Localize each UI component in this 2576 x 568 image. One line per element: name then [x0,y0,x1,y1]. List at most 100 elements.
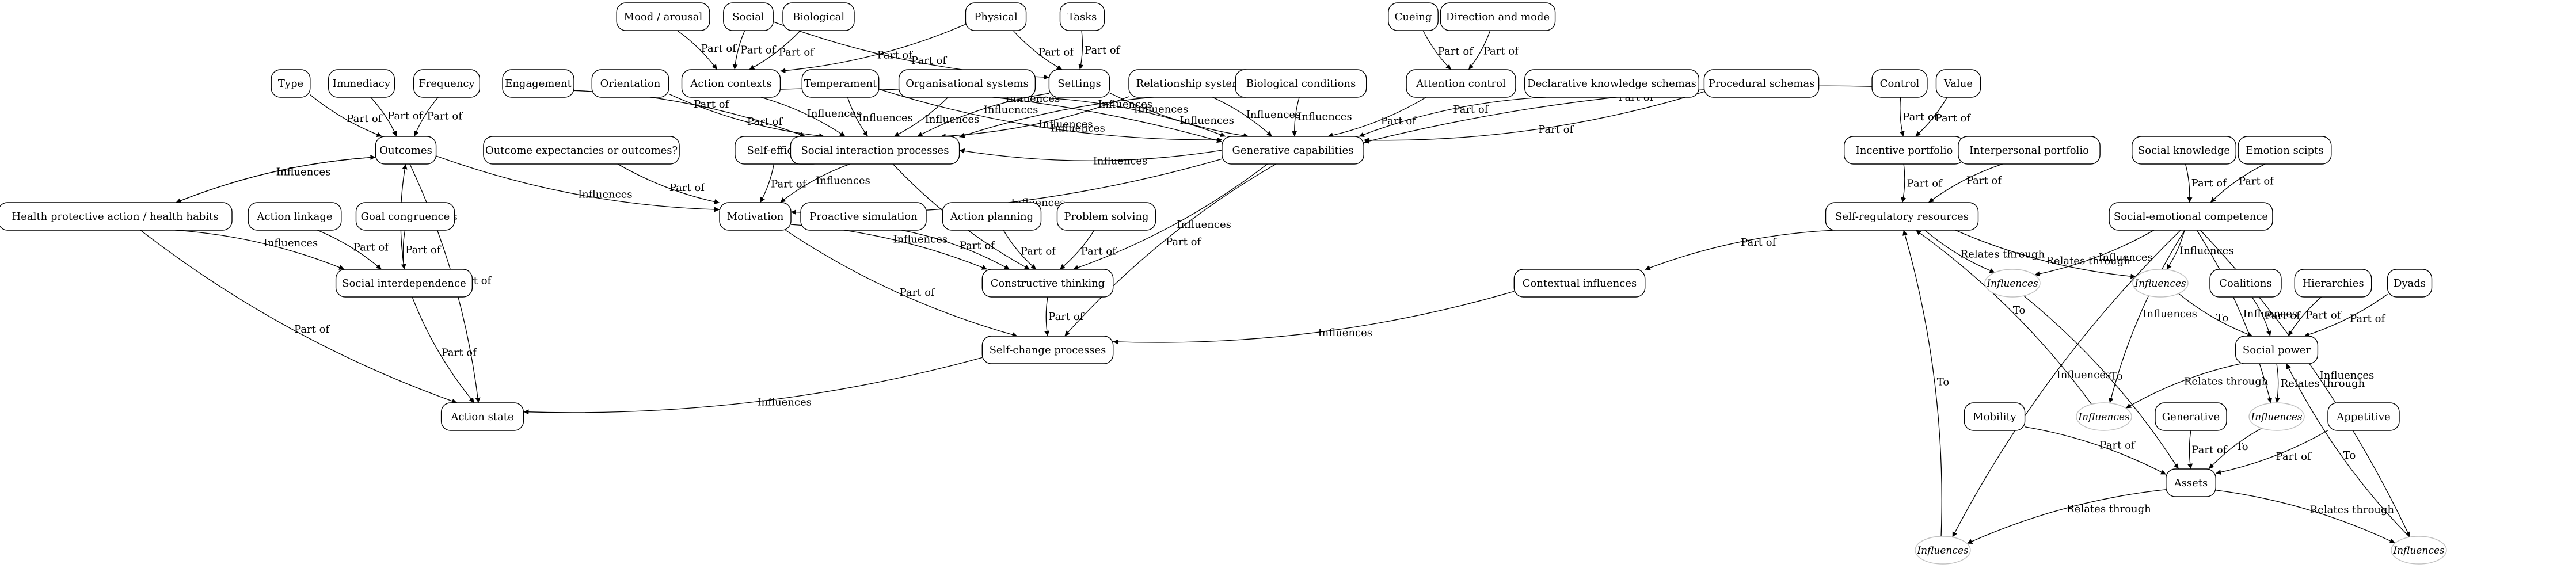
node-mood[interactable]: Mood / arousal [616,2,710,31]
node-social[interactable]: Social [723,2,774,31]
node-inf1[interactable]: Influences [1984,269,2041,298]
node-health[interactable]: Health protective action / health habits [0,202,233,231]
node-settings[interactable]: Settings [1048,69,1110,98]
edge-action_planning-to-constructive [1003,230,1037,270]
node-shape [2238,136,2332,165]
edge-social_interdep-to-action_state [412,296,475,403]
node-shape [942,202,1042,231]
node-shape [790,136,960,165]
edge-org_systems-to-gencap [1034,97,1226,138]
node-attention[interactable]: Attention control [1406,69,1516,98]
node-shape [2109,202,2273,231]
node-constructive[interactable]: Constructive thinking [981,269,1114,298]
node-tasks[interactable]: Tasks [1059,2,1105,31]
node-declarative[interactable]: Declarative knowledge schemas [1524,69,1699,98]
node-sec[interactable]: Social-emotional competence [2109,202,2273,231]
edge-social_knowledge-to-sec [2185,163,2193,203]
node-incentive[interactable]: Incentive portfolio [1843,136,1965,165]
node-mobility[interactable]: Mobility [1964,402,2026,431]
node-org-systems[interactable]: Organisational systems [898,69,1036,98]
node-label: Generative capabilities [1232,144,1354,157]
node-appetitive[interactable]: Appetitive [2327,402,2400,431]
node-outcomes[interactable]: Outcomes [375,136,437,165]
node-emotion-scripts[interactable]: Emotion scipts [2238,136,2332,165]
node-inf4[interactable]: Influences [2248,402,2305,431]
node-label: Settings [1057,78,1101,90]
node-goal-congruence[interactable]: Goal congruence [355,202,455,231]
node-label: Constructive thinking [991,277,1105,289]
node-temperament[interactable]: Temperament [801,69,880,98]
node-control[interactable]: Control [1871,69,1928,98]
node-label: Motivation [727,211,784,223]
node-social-interdep[interactable]: Social interdependence [335,269,473,298]
node-action-planning[interactable]: Action planning [942,202,1042,231]
node-action-linkage[interactable]: Action linkage [248,202,342,231]
node-interpersonal[interactable]: Interpersonal portfolio [1958,136,2101,165]
node-problem-solving[interactable]: Problem solving [1056,202,1156,231]
node-label: Social interdependence [342,277,466,289]
edge-label: Relates through [2184,376,2269,388]
node-type[interactable]: Type [271,69,311,98]
node-label: Action state [450,411,513,423]
node-outcome-exp[interactable]: Outcome expectancies or outcomes? [483,136,680,165]
node-sip[interactable]: Social interaction processes [790,136,960,165]
edge-label: Part of [353,242,389,254]
edge-outcome_exp-to-motivation [617,163,720,204]
edge-label: To [2013,304,2025,317]
node-self-change[interactable]: Self-change processes [981,336,1114,364]
edge-label: Part of [2191,444,2227,456]
node-shape [1056,202,1156,231]
node-social-power[interactable]: Social power [2235,336,2319,364]
node-self-reg[interactable]: Self-regulatory resources [1825,202,1979,231]
node-generative[interactable]: Generative [2155,402,2227,431]
node-shape [1958,136,2101,165]
node-action-contexts[interactable]: Action contexts [681,69,781,98]
node-dyads[interactable]: Dyads [2387,269,2433,298]
node-assets[interactable]: Assets [2166,468,2216,497]
node-rel-systems[interactable]: Relationship systems [1128,69,1255,98]
node-label: Declarative knowledge schemas [1527,78,1696,90]
node-engagement[interactable]: Engagement [502,69,574,98]
node-action-state[interactable]: Action state [440,402,524,431]
node-bio-conditions[interactable]: Biological conditions [1235,69,1367,98]
node-shape [2132,136,2236,165]
node-shape [2387,269,2433,298]
node-direction[interactable]: Direction and mode [1440,2,1556,31]
node-social-knowledge[interactable]: Social knowledge [2132,136,2236,165]
node-value[interactable]: Value [1935,69,1981,98]
edge-attention-to-gencap [1327,97,1426,138]
edge-label: Relates through [2067,503,2151,515]
edge-label: Relates through [2310,504,2395,516]
edge-inf3-to-self_reg [1915,230,2092,405]
edge-tasks-to-settings [1078,30,1084,70]
node-immediacy[interactable]: Immediacy [328,69,395,98]
edge-sec-to-inf1 [2034,230,2155,277]
node-gencap[interactable]: Generative capabilities [1222,136,1364,165]
node-biological[interactable]: Biological [782,2,855,31]
edge-label: Part of [701,43,737,55]
edge-temperament-to-sip [847,97,869,137]
node-inf3[interactable]: Influences [2076,402,2132,431]
node-proactive[interactable]: Proactive simulation [800,202,927,231]
node-cueing[interactable]: Cueing [1388,2,1439,31]
node-physical[interactable]: Physical [965,2,1027,31]
edge-label: Influences [1246,109,1301,121]
node-label: Social power [2243,344,2311,356]
node-inf5[interactable]: Influences [1915,536,1971,565]
node-inf2[interactable]: Influences [2132,269,2189,298]
edge-physical-to-settings [1013,30,1063,70]
node-procedural[interactable]: Procedural schemas [1703,69,1820,98]
node-shape [2391,536,2447,565]
node-orientation[interactable]: Orientation [591,69,669,98]
node-coalitions[interactable]: Coalitions [2209,269,2282,298]
edge-label: Part of [694,98,729,110]
node-shape [1825,202,1979,231]
node-inf6[interactable]: Influences [2391,536,2447,565]
node-shape [981,269,1114,298]
node-frequency[interactable]: Frequency [413,69,481,98]
node-hierarchies[interactable]: Hierarchies [2294,269,2372,298]
node-contextual[interactable]: Contextual influences [1513,269,1646,298]
node-label: Social-emotional competence [2114,211,2268,223]
node-motivation[interactable]: Motivation [719,202,792,231]
node-label: Attention control [1416,78,1506,90]
